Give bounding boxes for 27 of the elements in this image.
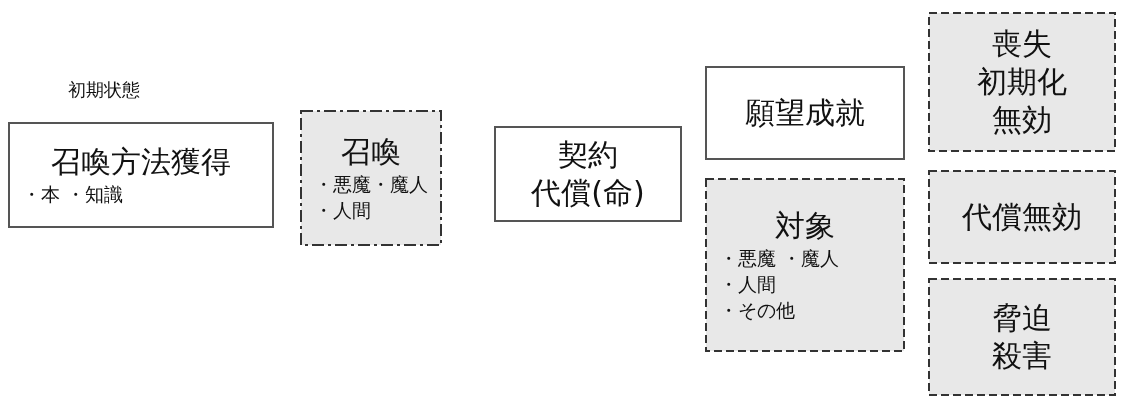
box-title: 召喚 bbox=[340, 133, 402, 171]
box-title: 代償無効 bbox=[961, 198, 1083, 236]
list-item-text: ・悪魔・魔人 bbox=[313, 172, 429, 197]
box-title: 初期化 bbox=[976, 63, 1068, 101]
box-title: 代償(命) bbox=[530, 174, 646, 212]
process-box bbox=[494, 126, 682, 222]
box-title: 契約 bbox=[557, 136, 619, 174]
list-item-text: ・本 ・知識 bbox=[21, 182, 125, 207]
process-box bbox=[705, 66, 905, 160]
box-title: 殺害 bbox=[991, 337, 1053, 375]
dashed-box bbox=[928, 170, 1116, 264]
dashed-box bbox=[928, 12, 1116, 152]
state-caption: 初期状態 bbox=[68, 78, 140, 102]
box-title: 無効 bbox=[991, 101, 1053, 139]
box-title: 喪失 bbox=[991, 25, 1053, 63]
dashed-box bbox=[300, 110, 442, 246]
dashed-box bbox=[705, 178, 905, 352]
list-item-text: ・人間 bbox=[313, 198, 372, 223]
list-item-text: ・その他 bbox=[718, 298, 796, 323]
box-title: 脅迫 bbox=[991, 299, 1053, 337]
process-box bbox=[8, 122, 274, 228]
list-item-text: ・悪魔 ・魔人 bbox=[718, 246, 841, 271]
dashed-box bbox=[928, 278, 1116, 396]
box-title: 願望成就 bbox=[744, 94, 866, 132]
box-title: 召喚方法獲得 bbox=[50, 143, 232, 181]
list-item-text: ・人間 bbox=[718, 272, 777, 297]
box-title: 対象 bbox=[774, 207, 836, 245]
